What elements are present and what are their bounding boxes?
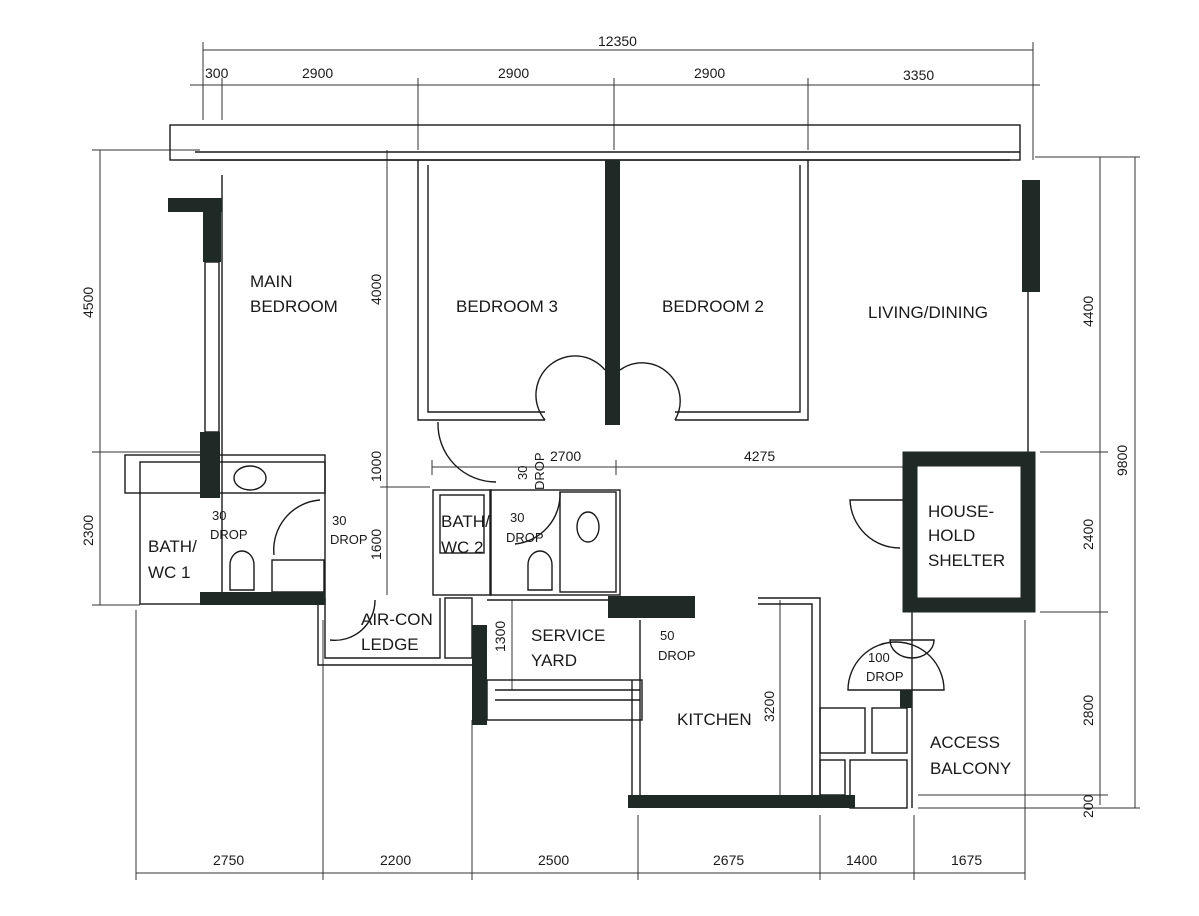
drop-label: DROP [506, 530, 544, 545]
room-bath-wc-1: BATH/ [148, 537, 197, 556]
room-bath-wc-1: WC 1 [148, 563, 191, 582]
dim-overall-width: 12350 [598, 33, 637, 49]
room-household-shelter: HOUSE- [928, 502, 994, 521]
dim-inner-left: 1000 [368, 451, 384, 482]
room-service-yard: SERVICE [531, 626, 605, 645]
room-household-shelter: SHELTER [928, 551, 1005, 570]
room-bedroom-3: BEDROOM 3 [456, 297, 558, 316]
drop-label: DROP [532, 452, 547, 490]
dim-right: 2400 [1080, 519, 1096, 550]
dim-right: 4400 [1080, 296, 1096, 327]
dim-corridor: 2700 [550, 448, 581, 464]
dim-corridor: 4275 [744, 448, 775, 464]
drop-label: 30 [332, 513, 346, 528]
room-bath-wc-2: BATH/ [441, 512, 490, 531]
dim-left: 4500 [80, 287, 96, 318]
dim-bottom: 2750 [213, 852, 244, 868]
room-bedroom-2: BEDROOM 2 [662, 297, 764, 316]
drop-labels: 30 DROP 30 DROP 30 DROP 30 DROP 50 DROP … [210, 452, 904, 684]
room-main-bedroom: MAIN [250, 272, 293, 291]
room-access-balcony: BALCONY [930, 759, 1011, 778]
dim-inner-left: 4000 [368, 274, 384, 305]
dim-top: 2900 [302, 65, 333, 81]
dim-bottom: 2675 [713, 852, 744, 868]
room-kitchen: KITCHEN [677, 710, 752, 729]
drop-label: DROP [210, 527, 248, 542]
dim-bottom: 2200 [380, 852, 411, 868]
dimension-lines [92, 42, 1140, 880]
dim-top: 2900 [498, 65, 529, 81]
room-living-dining: LIVING/DINING [868, 303, 988, 322]
dim-left: 2300 [80, 515, 96, 546]
room-aircon-ledge: LEDGE [361, 635, 419, 654]
drop-label: 30 [510, 510, 524, 525]
walls-structural [168, 160, 1040, 808]
dim-service-yard: 1300 [492, 621, 508, 652]
dimension-labels: 12350 300 2900 2900 2900 3350 4500 2300 … [80, 33, 1130, 868]
drop-label: DROP [866, 669, 904, 684]
drop-label: DROP [658, 648, 696, 663]
dim-right: 2800 [1080, 695, 1096, 726]
dim-top: 2900 [694, 65, 725, 81]
dim-bottom: 1400 [846, 852, 877, 868]
room-aircon-ledge: AIR-CON [361, 610, 433, 629]
dim-bottom: 2500 [538, 852, 569, 868]
drop-label: 30 [212, 508, 226, 523]
room-household-shelter: HOLD [928, 526, 975, 545]
drop-label: 30 [515, 466, 530, 480]
drop-label: 50 [660, 628, 674, 643]
walls-thin [124, 124, 1029, 809]
dim-top: 3350 [903, 67, 934, 83]
room-main-bedroom: BEDROOM [250, 297, 338, 316]
dim-kitchen: 3200 [761, 691, 777, 722]
drop-label: 100 [868, 650, 890, 665]
dim-bottom: 1675 [951, 852, 982, 868]
dim-top: 300 [205, 65, 229, 81]
dim-overall-depth: 9800 [1114, 445, 1130, 476]
room-labels: MAIN BEDROOM BEDROOM 3 BEDROOM 2 LIVING/… [148, 272, 1011, 778]
dim-inner-left: 1600 [368, 529, 384, 560]
dim-right: 200 [1080, 794, 1096, 818]
drop-label: DROP [330, 532, 368, 547]
room-access-balcony: ACCESS [930, 733, 1000, 752]
room-service-yard: YARD [531, 651, 577, 670]
room-bath-wc-2: WC 2 [441, 538, 484, 557]
